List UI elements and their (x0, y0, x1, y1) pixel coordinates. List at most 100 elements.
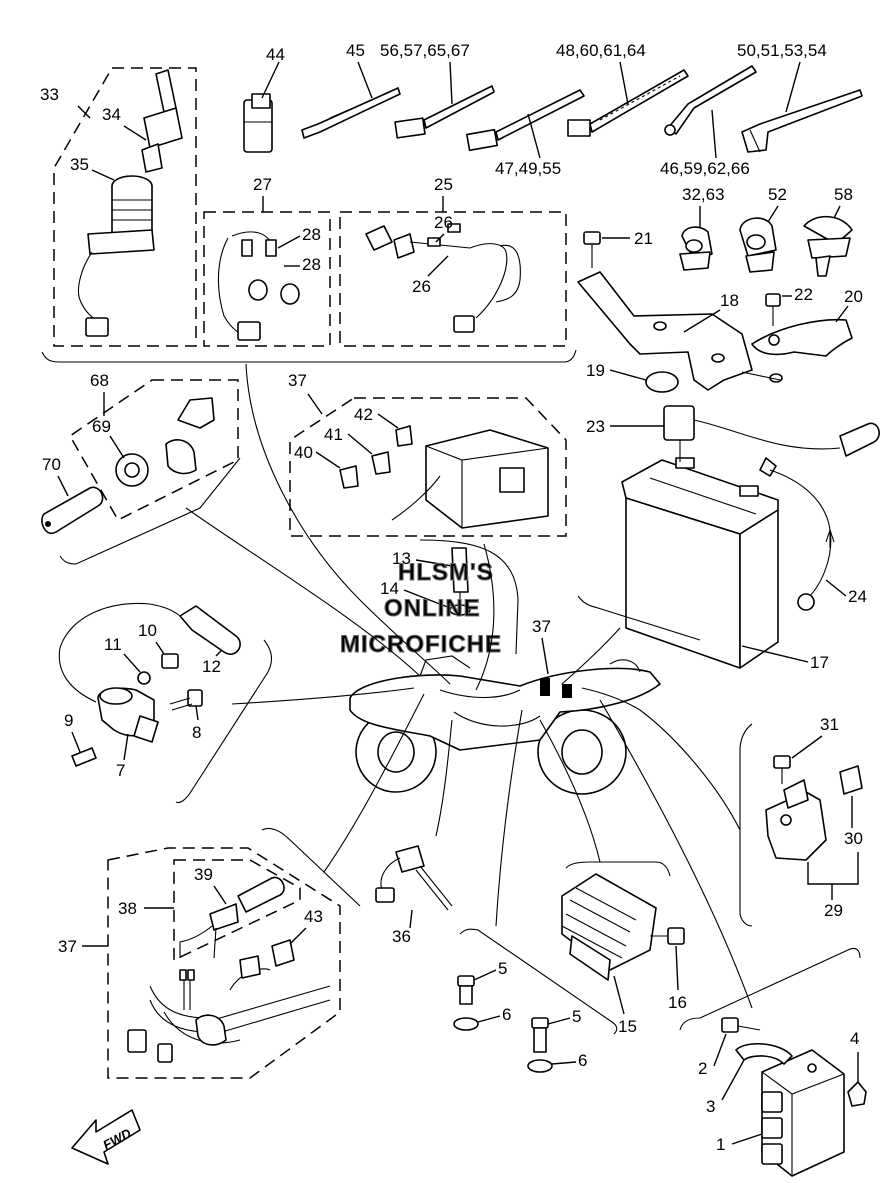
callout-68: 68 (90, 371, 109, 390)
callout-6a: 6 (502, 1005, 511, 1024)
starter-lead-23 (663, 405, 880, 462)
callout-40: 40 (294, 443, 313, 462)
callout-17: 17 (810, 653, 829, 672)
clamp-58 (803, 215, 853, 277)
callout-28b: 28 (302, 255, 321, 274)
bolt-4 (847, 1081, 867, 1107)
callout-30: 30 (844, 829, 863, 848)
callout-37c: 37 (58, 937, 77, 956)
bolt-8 (169, 689, 203, 711)
collar-9 (71, 747, 97, 767)
relay-29 (765, 779, 827, 861)
bracket-37-harness (261, 827, 361, 907)
callout-16: 16 (668, 993, 687, 1012)
dashed-group-37-fusebox (289, 397, 567, 537)
cable-tie-44 (243, 61, 280, 153)
bolt-10 (161, 653, 179, 669)
callout-46-59-62-66: 46,59,62,66 (660, 159, 750, 178)
dashed-group-68 (69, 379, 239, 521)
cable-tie-56 (394, 61, 495, 139)
screw-2 (721, 1017, 761, 1033)
callout-29: 29 (824, 901, 843, 920)
callout-26a: 26 (434, 213, 453, 232)
bolt-5a (457, 975, 475, 1005)
main-switch-body (77, 175, 155, 337)
callout-5b: 5 (572, 1007, 581, 1026)
bracket-15-bottom (459, 928, 618, 1035)
cable-tie-47 (466, 89, 585, 159)
sensor-13 (451, 547, 469, 604)
cable-tie-48 (567, 61, 689, 137)
callout-24: 24 (848, 587, 867, 606)
plug-cap-12 (149, 603, 241, 655)
callout-48-60-61-64: 48,60,61,64 (556, 41, 646, 60)
bracket-coil-group (175, 639, 273, 804)
bracket-29-group (739, 723, 753, 927)
callout-50-51-53-54: 50,51,53,54 (737, 41, 827, 60)
bolt-21 (583, 231, 601, 268)
bracket-68 (59, 457, 241, 565)
fuse-30 (839, 765, 863, 795)
callout-21: 21 (634, 229, 653, 248)
dashed-group-27 (203, 211, 331, 347)
fuse-40 (339, 465, 359, 489)
washer-6b (527, 1059, 553, 1073)
callout-37a: 37 (288, 371, 307, 390)
rectifier-15 (561, 873, 657, 981)
washer-6a (453, 1017, 479, 1031)
callout-47-49-55: 47,49,55 (495, 159, 561, 178)
fuse-box (391, 429, 549, 529)
bracket-15 (565, 861, 671, 877)
callout-26b: 26 (412, 277, 431, 296)
dashed-group-38 (173, 859, 301, 962)
callout-32-63: 32,63 (682, 185, 725, 204)
callout-10: 10 (138, 621, 157, 640)
clamp-52 (739, 217, 777, 273)
callout-4: 4 (850, 1029, 859, 1048)
callout-6b: 6 (578, 1051, 587, 1070)
callout-25: 25 (434, 175, 453, 194)
callout-58: 58 (834, 185, 853, 204)
callout-1: 1 (716, 1135, 725, 1154)
clamp-32 (679, 226, 713, 271)
callout-69: 69 (92, 417, 111, 436)
top-group-bracket (41, 349, 577, 363)
bolt-5b (531, 1017, 549, 1053)
harness-body (127, 939, 331, 1063)
callout-52: 52 (768, 185, 787, 204)
callout-7: 7 (116, 761, 125, 780)
bracket-29 (807, 852, 859, 885)
callout-27: 27 (253, 175, 272, 194)
watermark-line-2: ONLINE (384, 595, 481, 622)
main-switch-key (141, 69, 183, 173)
cable-tie-46 (664, 65, 757, 159)
atv-vehicle-outline (349, 655, 661, 795)
cdi-unit-1 (761, 1049, 845, 1177)
callout-15: 15 (618, 1017, 637, 1036)
callout-41: 41 (324, 425, 343, 444)
callout-70: 70 (42, 455, 61, 474)
callout-8: 8 (192, 723, 201, 742)
battery-lead-24 (759, 457, 835, 611)
washer-11 (137, 671, 151, 685)
wire-lead-39 (179, 876, 285, 959)
battery-bracket-18 (577, 271, 783, 391)
callout-23: 23 (586, 417, 605, 436)
fuse-41 (371, 451, 391, 475)
socket-69 (115, 397, 215, 487)
dashed-group-25 (339, 211, 567, 347)
sensor-36 (375, 845, 453, 911)
bracket-3 (735, 1042, 793, 1065)
callout-28a: 28 (302, 225, 321, 244)
bracket-cdi (679, 947, 861, 1031)
callout-22: 22 (794, 285, 813, 304)
cable-band-50 (741, 61, 863, 153)
callout-18: 18 (720, 291, 739, 310)
watermark-line-1: HLSM'S (398, 559, 494, 586)
leader-lines (185, 363, 753, 1009)
callout-14: 14 (380, 579, 399, 598)
light-switch-lead-27 (217, 231, 300, 341)
callout-36: 36 (392, 927, 411, 946)
watermark-line-3: MICROFICHE (340, 631, 502, 658)
